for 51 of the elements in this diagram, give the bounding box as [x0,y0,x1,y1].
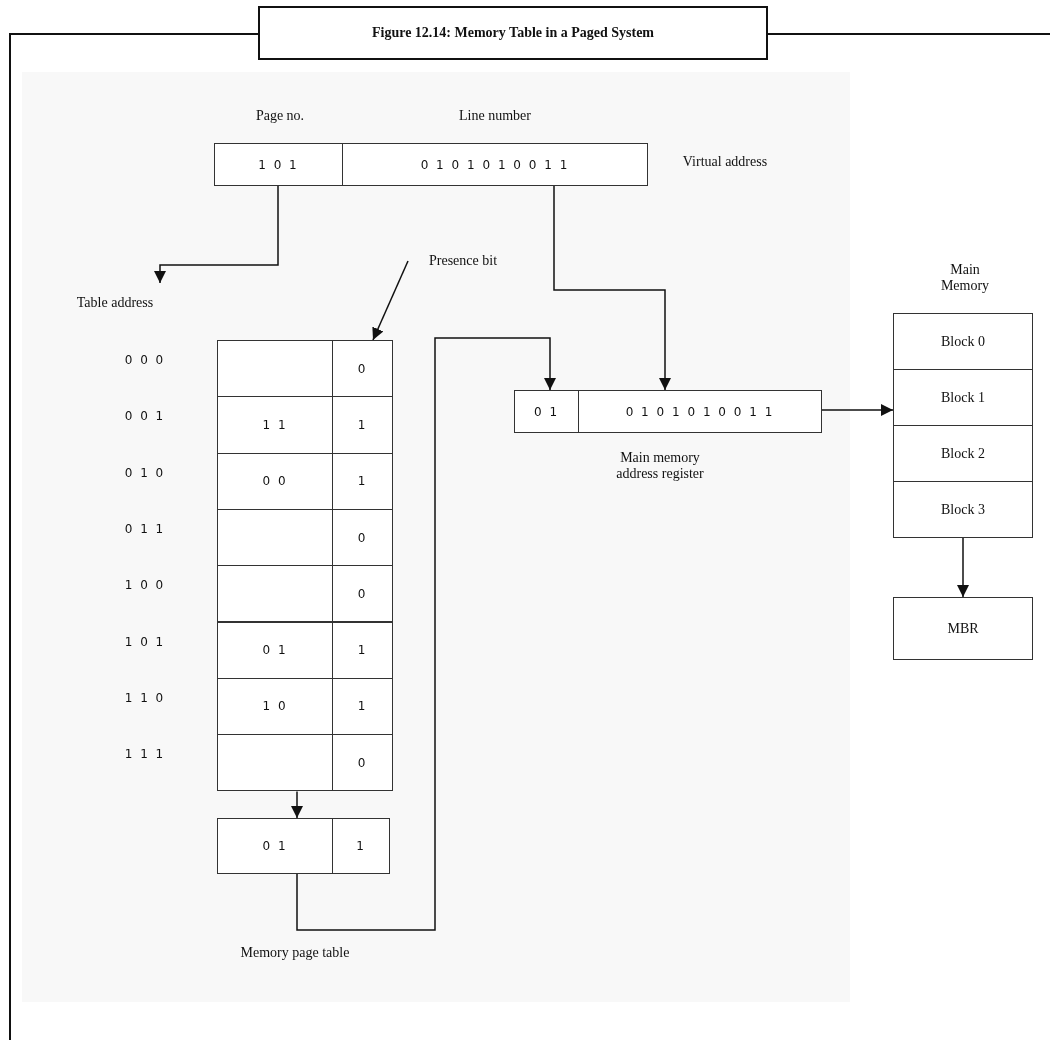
table-cell: 1 0 [217,677,333,736]
table-address: 0 1 0 [123,465,167,480]
table-cell: 0 0 [217,452,333,510]
register-box: MBR [893,597,1033,660]
register-cell: 0 1 0 1 0 1 0 0 1 1 [342,143,648,186]
register-cell: 1 0 1 [214,143,343,186]
figure-title: Figure 12.14: Memory Table in a Paged System [258,6,768,60]
table-cell [217,508,333,567]
register-label: Virtual address [681,154,769,170]
table-address: 0 1 1 [123,521,167,536]
table-address: 1 1 0 [123,690,167,705]
register-cell: 0 1 [514,390,579,433]
presence-bit-text: Presence bit [408,250,518,272]
memory-heading: Main Memory [939,262,991,294]
table-cell [217,734,333,792]
table-cell [217,565,333,623]
arrow [154,185,279,284]
table-cell: 0 [332,340,393,398]
table-cell [217,340,333,398]
memory-block: Block 3 [893,481,1033,538]
table-cell: 0 [332,508,393,567]
table-address: 0 0 0 [123,353,167,367]
field-label: Page no. [254,108,306,124]
table-cell: 0 [332,565,393,623]
table-address: 1 0 0 [123,578,167,593]
register-cell: 0 1 [217,818,333,874]
register-label: Main memory address register [615,450,705,482]
table-cell: 1 [332,452,393,510]
table-label: Memory page table [239,945,351,961]
table-cell: 1 1 [217,396,333,454]
arrow [296,337,556,931]
field-label: Line number [458,108,532,124]
memory-block: Block 0 [893,313,1033,370]
table-address: 0 0 1 [123,409,167,424]
arrow [553,185,671,391]
arrow [372,260,409,341]
register-cell: 1 [332,818,390,874]
register-cell: 0 1 0 1 0 1 0 0 1 1 [578,390,822,433]
table-cell: 0 1 [217,621,333,679]
table-cell: 0 [332,734,393,792]
table-cell: 1 [332,396,393,454]
arrow [821,404,894,416]
table-address-heading: Table address [60,283,170,323]
table-address: 1 1 1 [123,747,167,762]
arrow [291,790,303,819]
table-cell: 1 [332,621,393,679]
memory-block: Block 1 [893,369,1033,426]
arrow [957,537,969,598]
table-cell: 1 [332,677,393,736]
memory-block: Block 2 [893,425,1033,482]
table-address: 1 0 1 [123,634,167,649]
